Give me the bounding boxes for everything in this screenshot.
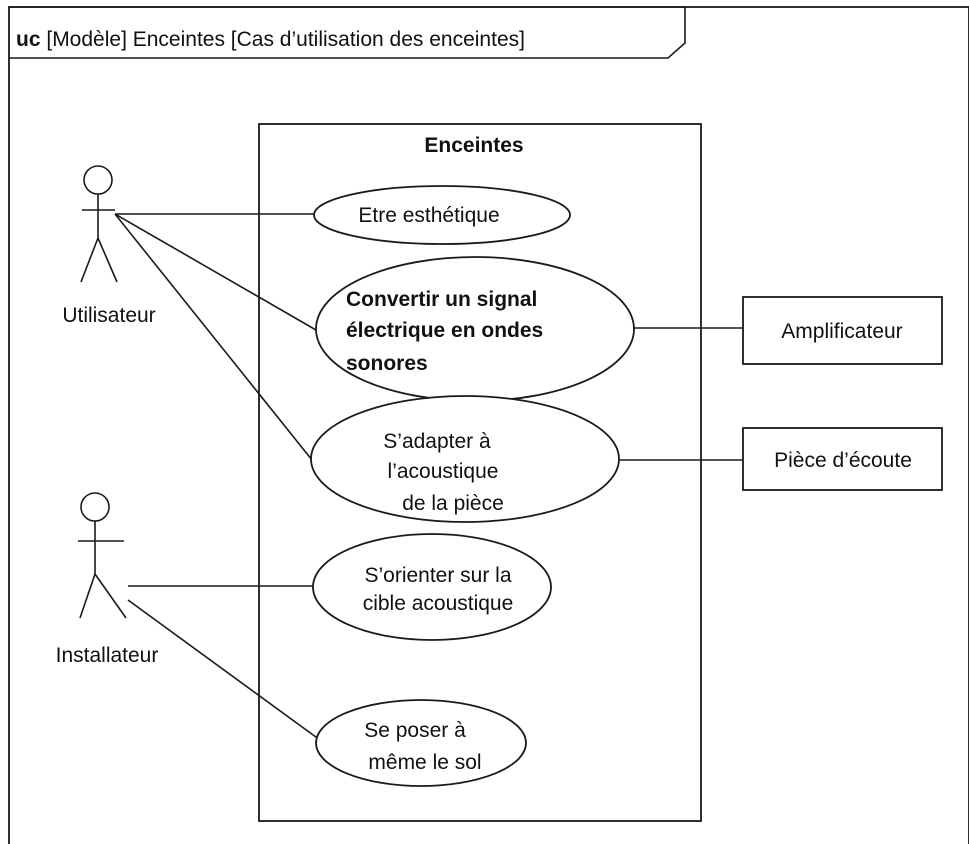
assoc-user-convert bbox=[114, 213, 317, 331]
use-case-label-line-2: l’acoustique bbox=[388, 460, 499, 483]
use-case-etre-esthetique: Etre esthétique bbox=[313, 185, 571, 245]
use-case-label-line-2: électrique en ondes bbox=[346, 319, 543, 342]
use-case-convertir-signal: Convertir un signal électrique en ondes … bbox=[315, 256, 635, 402]
associations bbox=[114, 213, 743, 741]
use-case-label-line-1: Se poser à bbox=[364, 719, 466, 742]
actor-box-label: Amplificateur bbox=[781, 320, 902, 343]
use-case-label-line-1: S’adapter à bbox=[383, 430, 491, 453]
actor-installateur: Installateur bbox=[56, 492, 159, 667]
use-case-poser-sol: Se poser à même le sol bbox=[315, 699, 527, 787]
assoc-user-adapt bbox=[114, 213, 313, 461]
use-case-label: Etre esthétique bbox=[358, 204, 499, 227]
frame-title-tab bbox=[9, 6, 686, 59]
actor-utilisateur: Utilisateur bbox=[62, 165, 156, 327]
use-case-label-line-1: Convertir un signal bbox=[346, 288, 537, 311]
use-case-label-line-1: S’orienter sur la bbox=[364, 564, 511, 587]
use-case-label-line-3: de la pièce bbox=[402, 492, 504, 515]
system-boundary bbox=[258, 123, 702, 822]
assoc-installer-floor bbox=[127, 599, 321, 741]
use-case-label-line-2: cible acoustique bbox=[363, 592, 514, 615]
use-case-label-line-3: sonores bbox=[346, 352, 428, 375]
use-case-label-line-2: même le sol bbox=[368, 751, 481, 774]
actor-box-amplificateur: Amplificateur bbox=[742, 296, 943, 365]
actor-box-piece-ecoute: Pièce d’écoute bbox=[742, 427, 943, 491]
frame-title: uc [Modèle] Enceintes [Cas d’utilisation… bbox=[16, 28, 525, 51]
use-case-orienter-cible: S’orienter sur la cible acoustique bbox=[312, 533, 552, 641]
system-name: Enceintes bbox=[424, 134, 523, 157]
use-case-adapter-acoustique: S’adapter à l’acoustique de la pièce bbox=[310, 395, 620, 523]
actor-label: Utilisateur bbox=[62, 304, 155, 327]
actor-label: Installateur bbox=[56, 644, 159, 667]
actor-box-label: Pièce d’écoute bbox=[774, 449, 912, 472]
